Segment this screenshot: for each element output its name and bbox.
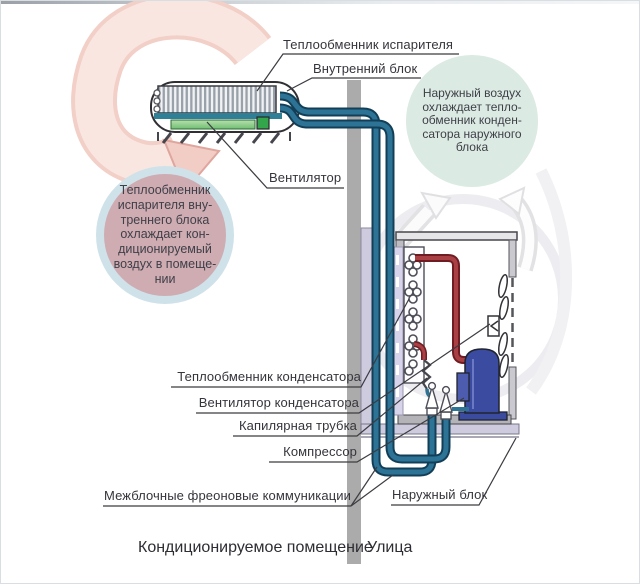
air-loop-arrow-icon (71, 1, 272, 193)
condenser-fan-part (487, 273, 510, 379)
label-capillary-tube: Капилярная трубка (238, 418, 357, 433)
indicator-block (256, 116, 270, 130)
label-condenser-heat-exchanger: Теплообменник конденсатора (177, 369, 361, 384)
indoor-callout-text: Теплообменник испарителя вну- треннего б… (113, 183, 217, 286)
indoor-unit (150, 81, 300, 144)
cross-flow-duct (154, 113, 282, 119)
label-evaporator-heat-exchanger: Теплообменник испарителя (283, 37, 454, 52)
leader-lines (103, 53, 517, 507)
label-compressor: Компрессор (283, 444, 357, 459)
outdoor-callout-bubble (406, 55, 538, 187)
label-indoor-unit: Внутренний блок (313, 61, 418, 76)
label-condenser-fan: Вентилятор конденсатора (198, 395, 359, 410)
outdoor-unit (391, 231, 518, 425)
label-street: Улица (367, 539, 413, 556)
label-freon-lines: Межблочные фреоновые коммуникации (104, 488, 351, 503)
label-indoor-fan: Вентилятор (269, 170, 342, 185)
label-outdoor-unit: Наружный блок (392, 487, 488, 502)
outdoor-callout-text: Наружный воздух охлаждает тепло- обменни… (422, 86, 522, 154)
label-conditioned-room: Кондиционируемое помещение (138, 539, 373, 556)
condenser-coil (403, 246, 425, 384)
compressor-part (452, 348, 508, 421)
indoor-callout-bubble (96, 166, 234, 304)
freon-pipes (279, 91, 451, 477)
left-grille (391, 246, 404, 416)
indoor-fan-bar (170, 119, 256, 130)
hot-gas-pipe (413, 254, 472, 364)
wall (347, 80, 361, 564)
